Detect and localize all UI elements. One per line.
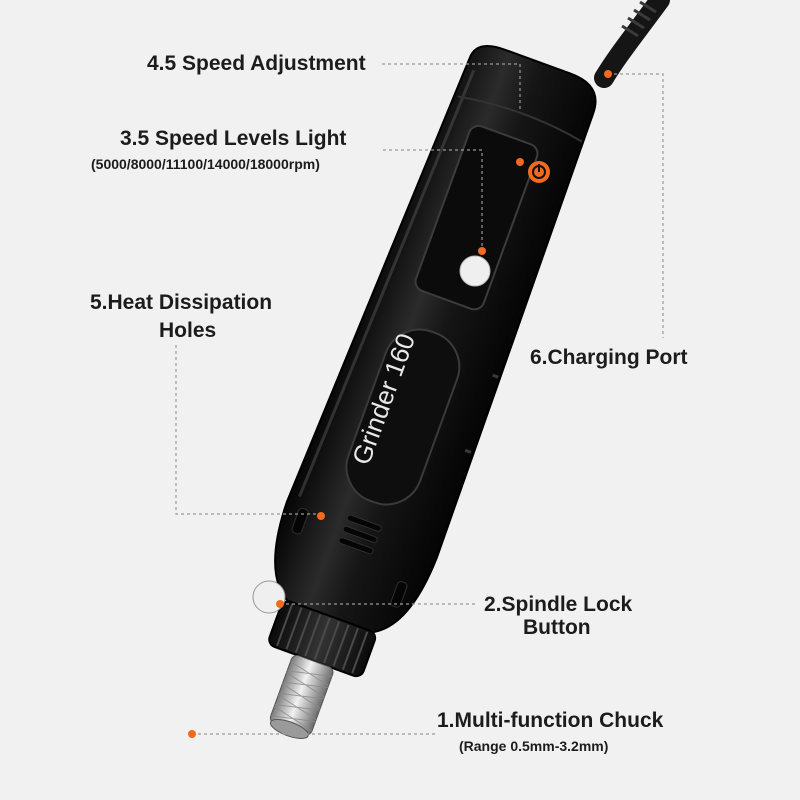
power-cable — [594, 0, 670, 88]
speed-adjustment-label: 4.5 Speed Adjustment — [147, 52, 366, 75]
spindle-lock-label-line2: Button — [523, 616, 591, 639]
speed-levels-rpm-text: (5000/8000/11100/14000/18000rpm) — [91, 156, 320, 172]
speed-panel — [414, 124, 539, 311]
chuck — [269, 654, 334, 739]
heat-dissipation-label-line1: 5.Heat Dissipation — [90, 291, 273, 314]
spindle-lock-button[interactable] — [252, 580, 286, 614]
leader-lines — [175, 63, 664, 735]
speed-levels-light — [459, 255, 491, 287]
power-button-icon[interactable] — [528, 161, 550, 183]
heat-vents — [291, 507, 408, 608]
chuck-range-text: (Range 0.5mm-3.2mm) — [459, 738, 609, 754]
grinder-body — [268, 45, 597, 739]
charging-port-label: 6.Charging Port — [530, 346, 688, 369]
chuck-label: 1.Multi-function Chuck — [437, 709, 664, 732]
heat-dissipation-label-line2: Holes — [159, 319, 217, 342]
speed-levels-light-label: 3.5 Speed Levels Light — [120, 127, 347, 150]
callout-markers — [188, 70, 612, 738]
model-badge — [345, 328, 461, 506]
spindle-lock-label-line1: 2.Spindle Lock — [484, 593, 633, 616]
